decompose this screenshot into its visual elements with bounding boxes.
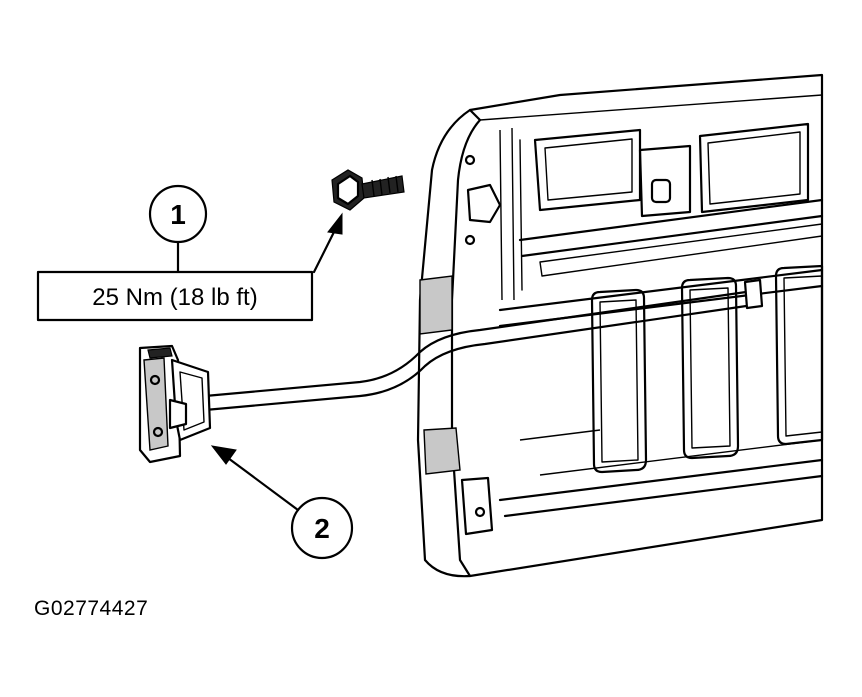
callout-2-number: 2 [314, 513, 330, 544]
torque-spec-box: 25 Nm (18 lb ft) [36, 212, 343, 322]
callout-1-number: 1 [170, 199, 186, 230]
figure-id: G02774427 [34, 597, 149, 620]
callout-2: 2 [210, 445, 354, 560]
torque-spec-label: 25 Nm (18 lb ft) [92, 284, 257, 311]
tailgate-panel [416, 73, 824, 578]
bolt-icon [331, 169, 405, 211]
handle-rod [203, 278, 764, 412]
callout-1: 1 [148, 184, 208, 274]
handle-assembly [138, 344, 212, 464]
